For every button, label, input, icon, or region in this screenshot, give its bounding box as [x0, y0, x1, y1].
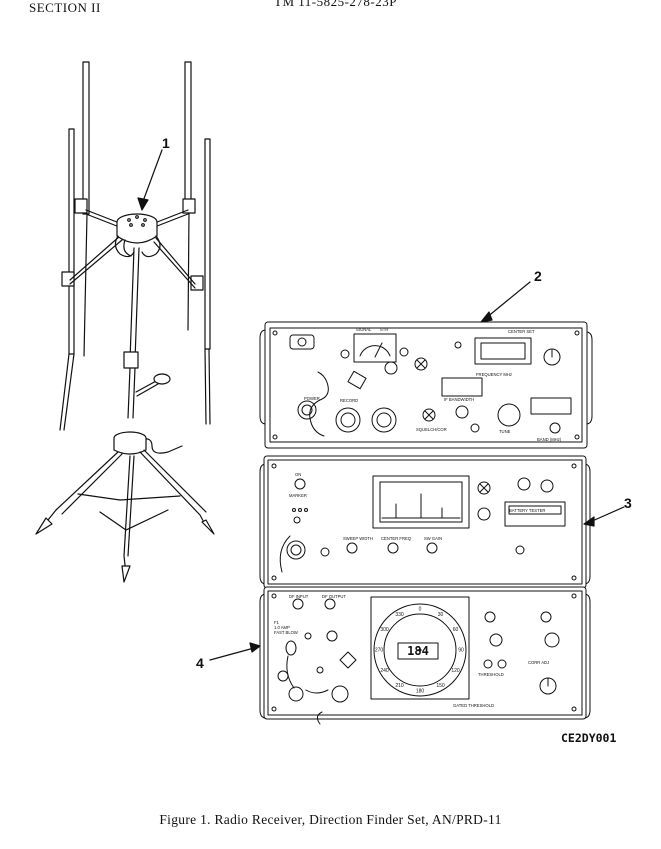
svg-text:RECORD: RECORD	[340, 398, 358, 403]
svg-text:SWEEP WIDTH: SWEEP WIDTH	[343, 536, 373, 541]
svg-text:MARKER: MARKER	[289, 493, 307, 498]
svg-text:BATTERY TESTER: BATTERY TESTER	[509, 508, 545, 513]
dial-mark: 150	[436, 683, 445, 689]
svg-text:CENTER SET: CENTER SET	[508, 329, 535, 334]
svg-text:IF BANDWIDTH: IF BANDWIDTH	[444, 397, 474, 402]
svg-text:TUNE: TUNE	[499, 429, 511, 434]
svg-text:1.0 AMP: 1.0 AMP	[274, 625, 290, 630]
svg-text:F1: F1	[274, 620, 280, 625]
dial-mark: 30	[438, 612, 444, 618]
receiver-unit	[259, 321, 593, 449]
svg-text:CENTER FREQ: CENTER FREQ	[381, 536, 412, 541]
callout-4: 4	[196, 655, 204, 671]
svg-text:SIGNAL: SIGNAL	[356, 327, 372, 332]
dial-mark: 120	[451, 668, 460, 674]
section-header: SECTION II	[29, 0, 101, 15]
svg-text:CORR ADJ: CORR ADJ	[528, 660, 549, 665]
dial-mark: 0	[419, 607, 422, 613]
svg-text:BAND (MHz): BAND (MHz)	[537, 437, 562, 442]
callout-2: 2	[534, 268, 542, 284]
svg-text:THRESHOLD: THRESHOLD	[478, 672, 504, 677]
callout-3: 3	[624, 495, 632, 511]
dial-mark: 90	[458, 648, 464, 654]
dial-mark: 300	[380, 627, 389, 633]
bearing-readout: 184	[407, 644, 429, 658]
svg-text:DF INPUT: DF INPUT	[289, 594, 309, 599]
dial-ticks: 0 30 60 90 120 150 180 210 240 270 300 330	[375, 607, 464, 695]
svg-text:STR: STR	[380, 327, 388, 332]
svg-text:POWER: POWER	[304, 396, 320, 401]
dial-mark: 180	[416, 689, 425, 695]
tm-number: TM 11-5825-278-23P	[274, 0, 397, 9]
svg-text:DF OUTPUT: DF OUTPUT	[322, 594, 346, 599]
panoramic-unit	[259, 455, 591, 589]
svg-text:SW GAIN: SW GAIN	[424, 536, 442, 541]
svg-text:ON: ON	[295, 472, 301, 477]
dial-mark: 270	[375, 648, 384, 654]
svg-text:SQUELCH/COR: SQUELCH/COR	[416, 427, 447, 432]
dial-mark: 210	[395, 683, 404, 689]
figure-code: CE2DY001	[561, 731, 617, 745]
antenna-assembly	[35, 61, 215, 583]
callout-1: 1	[162, 135, 170, 151]
dial-mark: 240	[380, 668, 389, 674]
dial-mark: 330	[395, 612, 404, 618]
svg-text:FREQUENCY MHz: FREQUENCY MHz	[476, 372, 512, 377]
figure-caption: Figure 1. Radio Receiver, Direction Find…	[159, 812, 502, 827]
df-indicator-unit: 0 30 60 90 120 150 180 210 240 270 300 330	[259, 586, 591, 725]
svg-text:GATED THRESHOLD: GATED THRESHOLD	[453, 703, 494, 708]
dial-mark: 60	[453, 627, 459, 633]
panel-labels: SIGNAL STR CENTER SET FREQUENCY MHz POWE…	[274, 327, 562, 708]
svg-text:FAST BLOW: FAST BLOW	[274, 630, 298, 635]
